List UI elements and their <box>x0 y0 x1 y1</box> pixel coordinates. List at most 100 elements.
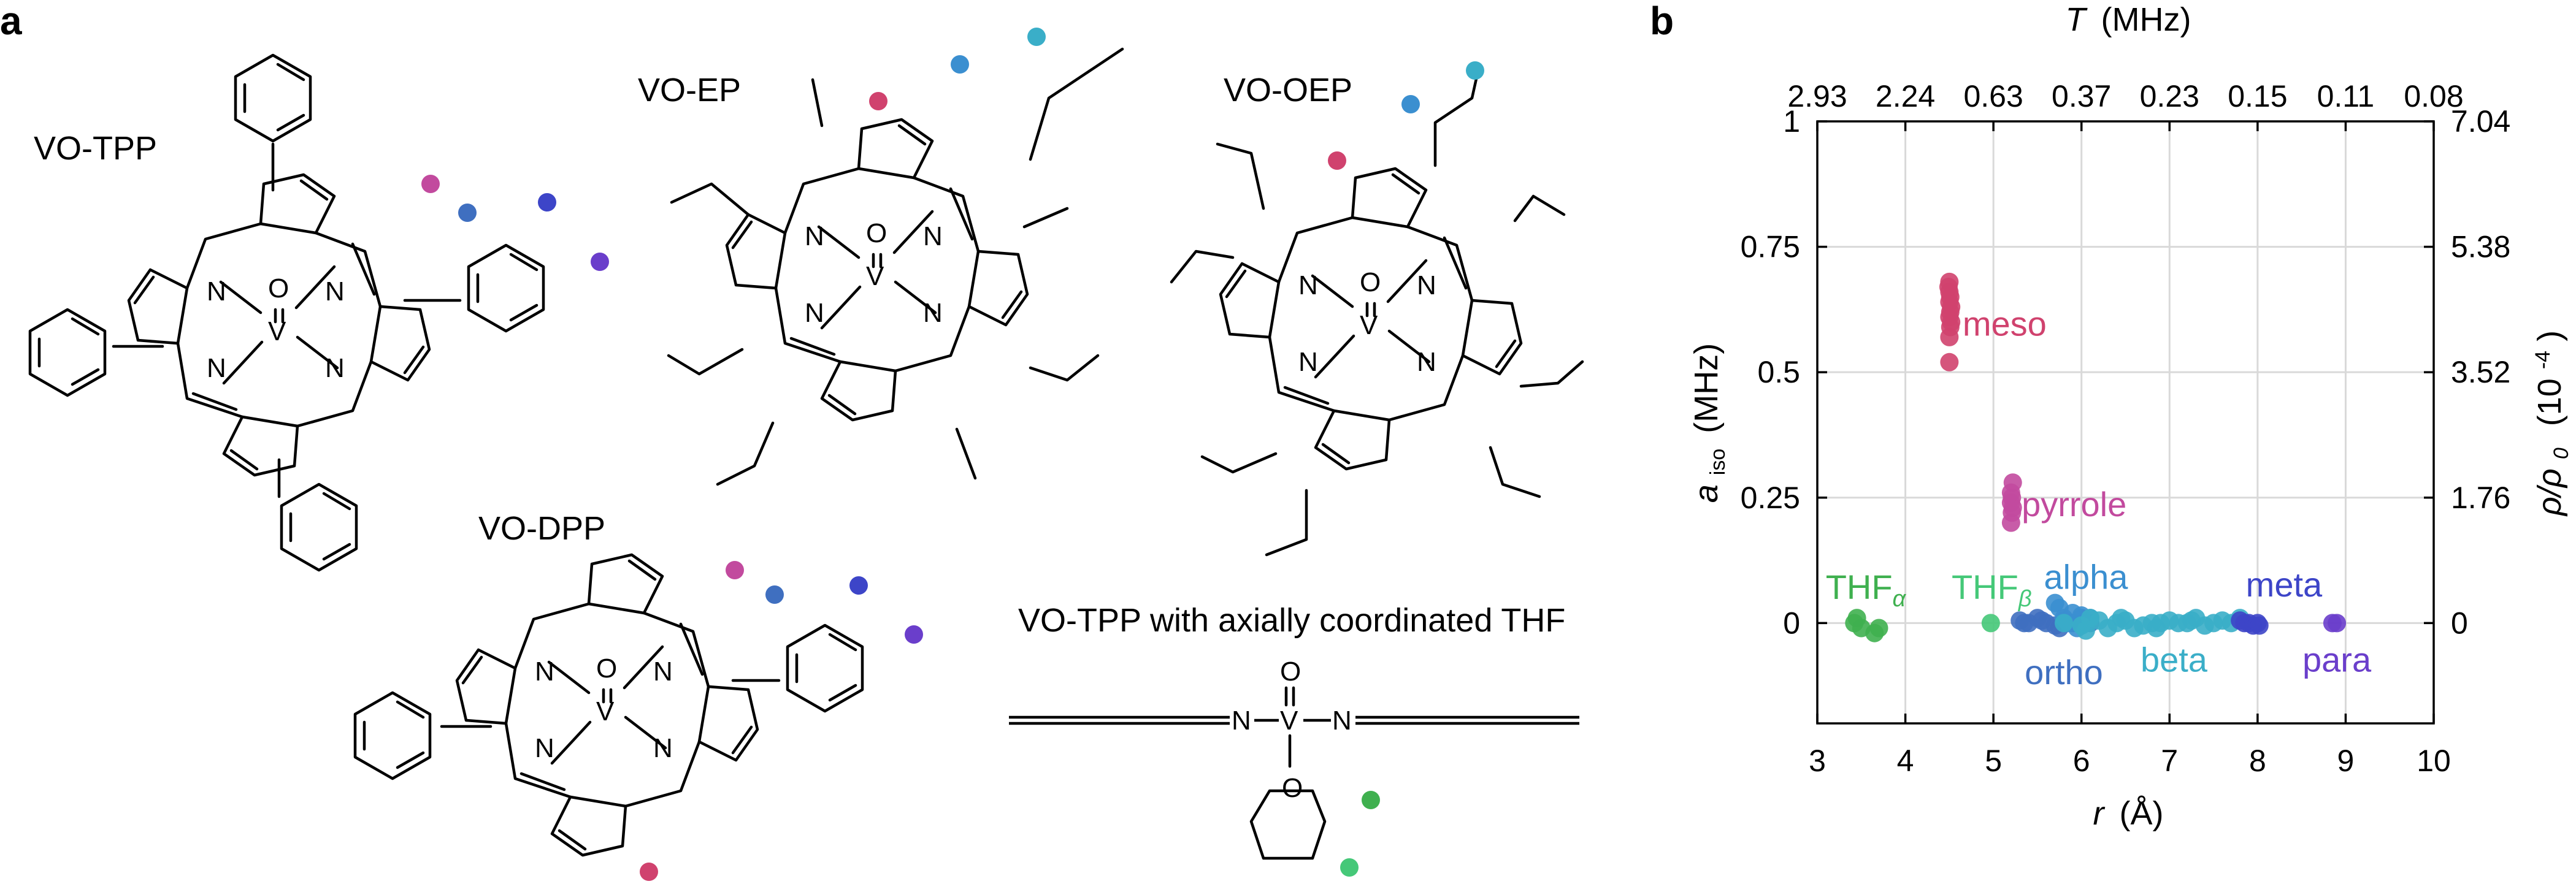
y2-axis-title: ρ/ρ 0 (10 -4 ) <box>2520 330 2575 517</box>
x2-tick-label: 2.24 <box>1876 79 1935 113</box>
y-axis-title: a iso (MHz) <box>1688 343 1732 503</box>
marker-meso <box>869 92 887 110</box>
molecule-vo-tpp-thf: VO-TPP with axially coordinated THF N V … <box>1009 602 1579 877</box>
molecule-label-vo-tpp-thf: VO-TPP with axially coordinated THF <box>1018 602 1565 639</box>
x-tick-label: 10 <box>2417 744 2451 778</box>
molecule-label-vo-dpp: VO-DPP <box>478 510 605 547</box>
x-tick-label: 3 <box>1809 744 1826 778</box>
series-label-para: para <box>2302 641 2372 679</box>
svg-text:N: N <box>1417 270 1436 300</box>
svg-text:N: N <box>207 276 226 307</box>
series-label-thf_beta: THFβ <box>1952 568 2032 612</box>
molecule-vo-dpp: VO-DPP N N N N V O <box>355 510 923 881</box>
panel-letter-b: b <box>1650 0 1674 43</box>
y2-tick-label: 1.76 <box>2451 481 2510 515</box>
grid <box>1817 121 2434 723</box>
x2-tick-label: 0.23 <box>2140 79 2199 113</box>
data-point-pyrrole <box>2003 473 2022 492</box>
y-tick-label: 1 <box>1783 104 1800 139</box>
series-label-thf_alpha: THFα <box>1826 568 1907 612</box>
svg-text:O: O <box>268 273 289 303</box>
y2-tick-label: 7.04 <box>2451 104 2510 139</box>
svg-text:N: N <box>1332 706 1352 736</box>
data-point-meso <box>1940 272 1959 291</box>
molecule-label-vo-oep: VO-OEP <box>1224 72 1352 109</box>
svg-text:N: N <box>1417 347 1436 377</box>
molecule-vo-oep: VO-OEP N N N N V O <box>1170 61 1584 557</box>
data-point-beta <box>2204 614 2223 633</box>
y2-tick-label: 5.38 <box>2451 230 2510 264</box>
x-tick-label: 6 <box>2073 744 2090 778</box>
series-label-meso: meso <box>1963 304 2047 343</box>
marker-meso-dpp <box>640 863 658 881</box>
marker-pyrrole-dpp <box>726 561 744 579</box>
marker-meso-oep <box>1328 151 1346 170</box>
svg-text:O: O <box>1280 657 1301 687</box>
marker-beta <box>1027 28 1046 46</box>
x-tick-label: 9 <box>2337 744 2355 778</box>
data-point-beta <box>2182 611 2201 630</box>
molecule-label-vo-tpp: VO-TPP <box>34 130 157 167</box>
y-tick-label: 0.75 <box>1741 230 1800 264</box>
data-point-beta <box>2076 621 2095 640</box>
data-point-beta <box>2112 609 2131 628</box>
plot-frame <box>1816 120 2435 725</box>
y-tick-label: 0.5 <box>1757 355 1800 389</box>
x2-tick-label: 0.63 <box>1963 79 2023 113</box>
svg-text:N: N <box>1232 706 1251 736</box>
series-label-meta: meta <box>2246 565 2323 604</box>
series-label-pyrrole: pyrrole <box>2022 485 2126 524</box>
series-label-beta: beta <box>2141 641 2208 679</box>
marker-alpha-oep <box>1401 95 1420 113</box>
ticks <box>1816 120 2435 723</box>
series-label-alpha: alpha <box>2044 558 2128 596</box>
svg-text:O: O <box>596 653 617 684</box>
data-point-thf-thf_alpha <box>1869 619 1888 638</box>
y-tick-label: 0.25 <box>1741 481 1800 515</box>
svg-text:N: N <box>923 298 943 328</box>
data-point-meso <box>1940 352 1959 372</box>
marker-beta-oep <box>1466 61 1484 80</box>
data-point-ortho <box>2033 611 2052 630</box>
marker-thf-beta <box>1340 858 1359 877</box>
x-tick-label: 5 <box>1985 744 2002 778</box>
svg-text:V: V <box>1280 706 1298 736</box>
x2-axis-title: T (MHz) <box>2066 1 2191 38</box>
y2-tick-label: 3.52 <box>2451 355 2510 389</box>
y2-tick-label: 0 <box>2451 606 2468 640</box>
molecule-vo-ep: VO-EP N N N N V O <box>638 28 1124 486</box>
x2-tick-label: 0.08 <box>2404 79 2463 113</box>
svg-text:N: N <box>1298 270 1318 300</box>
svg-text:O: O <box>866 218 887 248</box>
marker-thf-alpha <box>1362 791 1380 809</box>
svg-text:N: N <box>923 221 943 251</box>
svg-text:N: N <box>805 221 824 251</box>
marker-pyrrole <box>421 175 440 193</box>
svg-text:O: O <box>1282 773 1303 803</box>
molecule-vo-tpp: VO-TPP N N N N V O <box>30 55 609 570</box>
x-tick-label: 7 <box>2161 744 2178 778</box>
marker-ortho <box>458 204 477 222</box>
data-point-beta <box>2147 619 2166 638</box>
data-point-ortho <box>2015 614 2034 633</box>
x-axis-title: r (Å) <box>2093 795 2164 832</box>
data-point-thf-thf_beta <box>1981 614 2000 633</box>
marker-meta-dpp <box>849 576 868 595</box>
y-tick-label: 0 <box>1783 606 1800 640</box>
svg-text:N: N <box>535 657 554 687</box>
svg-text:N: N <box>1298 347 1318 377</box>
data-point-meta <box>2250 616 2269 635</box>
x2-tick-label: 0.37 <box>2052 79 2111 113</box>
svg-text:N: N <box>653 733 673 763</box>
svg-text:N: N <box>325 353 345 383</box>
x2-tick-label: 0.11 <box>2317 79 2375 113</box>
x2-tick-label: 2.93 <box>1787 79 1847 113</box>
marker-para <box>591 253 609 271</box>
marker-ortho-dpp <box>765 585 784 604</box>
series-label-ortho: ortho <box>2025 653 2103 692</box>
x-tick-label: 8 <box>2249 744 2266 778</box>
svg-text:N: N <box>653 657 673 687</box>
data-point-beta <box>2055 614 2073 633</box>
svg-text:N: N <box>805 298 824 328</box>
